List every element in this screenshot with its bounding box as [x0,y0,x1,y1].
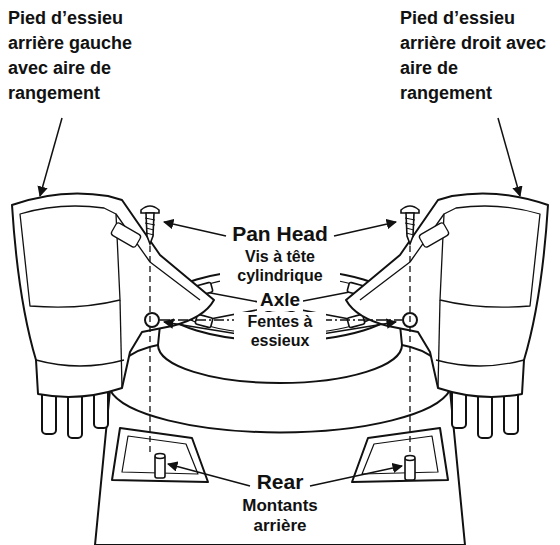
right-axle-foot [346,193,548,396]
part-name: Pan Head [229,222,331,246]
leader-line [168,464,250,486]
part-name: Fentes à essieux [234,312,326,350]
pan-head-screw [401,206,419,213]
pan-head-screw [141,206,159,213]
left-axle-foot [12,193,214,396]
part-name: Pied d’essieu arrière droit avec aire de… [400,6,552,106]
base-housing [110,390,450,432]
leader-line [164,322,238,334]
right-axle-foot [436,360,524,366]
leader-line [498,118,520,196]
part-name: Pied d’essieu arrière gauche avec aire d… [8,6,160,106]
part-name: Vis à tête cylindrique [220,247,340,285]
pan-head-screw [145,218,155,235]
right-axle-foot [440,206,540,307]
rear-post [155,454,165,459]
leader-line [334,222,396,236]
leader-line [40,118,520,486]
post-recess [362,436,438,474]
left-axle-foot [110,222,141,248]
left-axle-foot [36,360,124,366]
pan-head-screw [406,213,414,244]
rear-post [405,456,415,461]
part-name: Rear [254,470,307,494]
left-axle-foot [12,193,214,438]
right-axle-foot [418,222,449,248]
right-axle-foot [438,300,440,388]
part-name: Montants arrière [228,496,332,536]
leader-line [40,118,62,196]
leader-line [322,322,396,334]
assembly-guide-line [409,246,410,454]
left-axle-foot [145,313,159,327]
assembly-guide-line [149,246,150,452]
pan-head-screw [146,213,154,244]
pan-head-screw [405,218,415,235]
post-recess [112,428,208,482]
assembly-guide-line [150,246,410,454]
leader-line [164,222,226,236]
left-axle-foot [20,206,120,307]
left-axle-foot [120,300,122,388]
leader-line [310,466,402,486]
part-name: Axle [257,289,303,311]
right-axle-foot [346,193,548,438]
